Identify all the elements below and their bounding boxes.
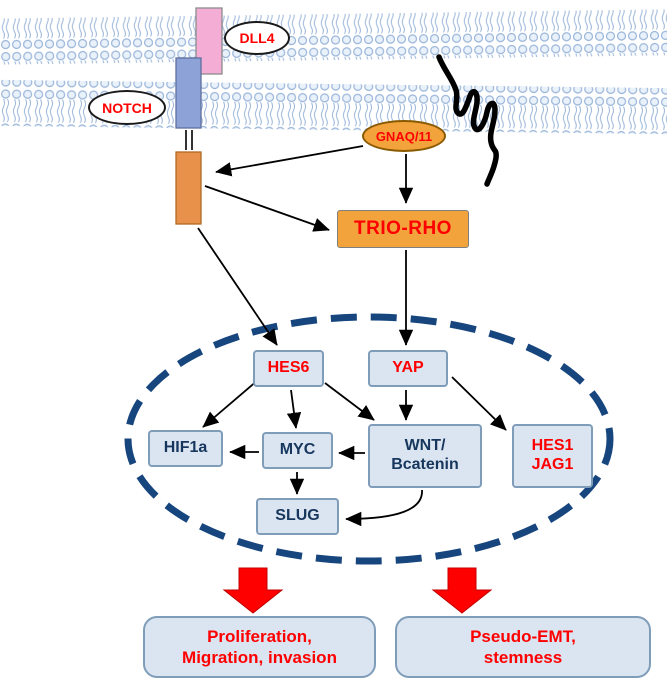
wnt-bcatenin-node: WNT/ Bcatenin xyxy=(368,424,482,488)
myc-text: MYC xyxy=(279,441,316,459)
outcome-right-line1: Pseudo-EMT, xyxy=(470,626,576,646)
hif1a-text: HIF1a xyxy=(163,439,208,457)
outer-membrane-icon xyxy=(0,9,667,65)
dll4-label: DLL4 xyxy=(224,21,290,55)
nucleus-boundary xyxy=(124,313,614,565)
hes1-jag1-node: HES1 JAG1 xyxy=(512,424,593,488)
wnt-line2: Bcatenin xyxy=(391,456,459,473)
arrow-yap-to-hes1 xyxy=(451,376,507,431)
outcome-pseudo-emt: Pseudo-EMT, stemness xyxy=(395,616,651,678)
gnaq-label: GNAQ/11 xyxy=(362,120,446,152)
gpcr-squiggle-icon xyxy=(436,54,499,187)
arrow-hes6-to-myc xyxy=(286,389,302,429)
hif1a-node: HIF1a xyxy=(148,430,223,467)
arrow-gnaq-to-notch xyxy=(215,145,364,177)
block-arrow-left xyxy=(222,567,284,614)
outcome-left-line2: Migration, invasion xyxy=(182,648,337,667)
yap-node: YAP xyxy=(368,350,448,387)
hes6-node: HES6 xyxy=(253,350,324,387)
outcome-proliferation: Proliferation, Migration, invasion xyxy=(143,616,376,678)
block-arrow-right xyxy=(431,567,493,614)
arrow-hes6-to-wnt xyxy=(324,382,375,421)
yap-text: YAP xyxy=(392,359,424,377)
notch-label: NOTCH xyxy=(88,90,166,125)
dll4-label-text: DLL4 xyxy=(239,30,275,46)
trio-rho-text: TRIO-RHO xyxy=(354,218,452,239)
hes1-line1: HES1 xyxy=(531,437,574,455)
inner-membrane-icon xyxy=(0,79,667,135)
notch-receptor-icon xyxy=(175,57,202,129)
gnaq-label-text: GNAQ/11 xyxy=(375,128,433,144)
notch-label-text: NOTCH xyxy=(102,99,152,116)
signal-arrows xyxy=(197,145,507,527)
trio-rho-node: TRIO-RHO xyxy=(337,210,469,248)
hes6-text: HES6 xyxy=(267,359,310,377)
outcome-right-line2: stemness xyxy=(483,648,563,667)
arrow-nicd-to-hes6 xyxy=(197,227,278,346)
slug-text: SLUG xyxy=(275,507,320,525)
slug-node: SLUG xyxy=(256,498,339,535)
arrow-wnt-to-slug xyxy=(345,489,423,527)
notch-cleavage-icon xyxy=(185,130,193,150)
arrow-hes6-to-hif1a xyxy=(202,379,259,428)
arrow-nicd-to-trio xyxy=(204,185,330,232)
hes1-line2: JAG1 xyxy=(531,456,574,473)
wnt-line1: WNT/ xyxy=(404,437,446,455)
outcome-arrows xyxy=(222,567,493,614)
notch-intracellular-domain-icon xyxy=(175,151,202,225)
outcome-left-line1: Proliferation, xyxy=(207,626,312,646)
myc-node: MYC xyxy=(262,432,333,469)
